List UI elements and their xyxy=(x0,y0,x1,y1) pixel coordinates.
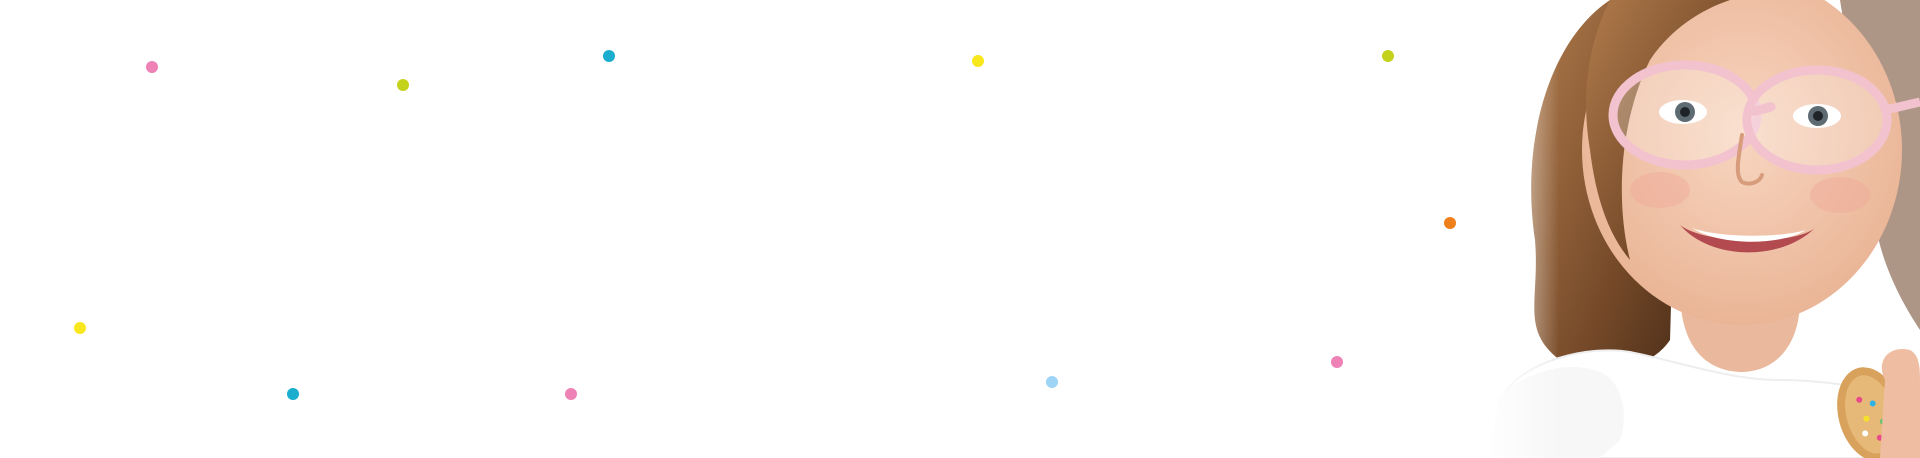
confetti-dot xyxy=(565,388,577,400)
confetti-dot xyxy=(1444,217,1456,229)
confetti-dot xyxy=(74,322,86,334)
confetti-dot xyxy=(1046,376,1058,388)
confetti-dot xyxy=(972,55,984,67)
confetti-dot xyxy=(146,61,158,73)
confetti-dot xyxy=(287,388,299,400)
confetti-dot xyxy=(603,50,615,62)
confetti-dot xyxy=(1382,50,1394,62)
confetti-dot xyxy=(1331,356,1343,368)
smiling-girl-with-glasses-photo xyxy=(1480,0,1920,458)
confetti-dot xyxy=(397,79,409,91)
